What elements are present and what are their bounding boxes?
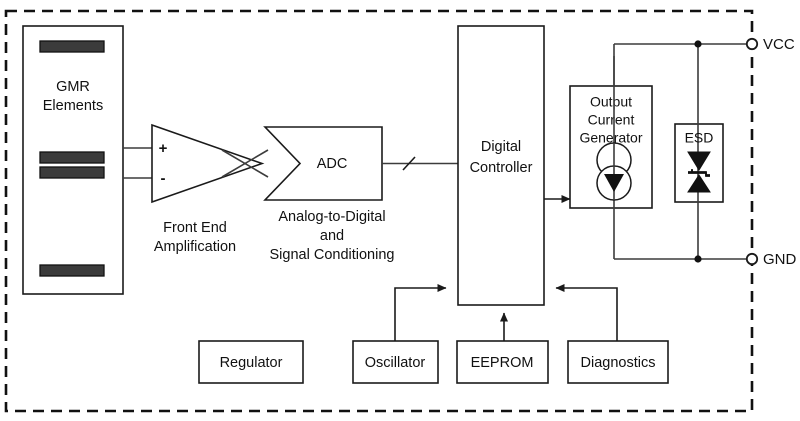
adc-caption-line3: Signal Conditioning (270, 247, 395, 263)
gnd-label: GND (763, 251, 797, 268)
esd-label: ESD (685, 130, 714, 146)
output-current-generator-label-line1: Output (590, 94, 632, 110)
adc-shape (263, 126, 383, 201)
vcc-label: VCC (763, 36, 795, 53)
zener-diode-lower-icon (687, 170, 711, 193)
diagnostics-box (567, 340, 669, 384)
junction-dot-vcc (694, 40, 702, 48)
gmr-label-line2: Elements (43, 98, 103, 114)
block-oscillator: Oscillator (352, 340, 439, 384)
gmr-bar (39, 40, 105, 53)
zener-upper-triangle (687, 151, 711, 171)
adc-label: ADC (317, 156, 348, 172)
amplifier-minus-sign: - (161, 170, 166, 187)
eeprom-box (456, 340, 549, 384)
block-output-current-generator: Output Current Generator (569, 56, 653, 259)
amplifier-plus-sign: + (159, 140, 168, 157)
amplifier-caption-line1: Front End (163, 220, 227, 236)
regulator-box (198, 340, 304, 384)
wire-diagnostics-to-controller (555, 284, 618, 341)
vcc-terminal[interactable] (745, 37, 759, 51)
block-gmr-elements: GMR Elements (22, 25, 124, 295)
current-source-arrow-triangle (604, 174, 624, 192)
amplifier-caption-line2: Amplification (154, 239, 236, 255)
digital-controller-label-line1: Digital (481, 139, 521, 155)
block-front-end-amplifier: + - Front End Amplification (151, 123, 265, 255)
gnd-terminal[interactable] (745, 252, 759, 266)
block-esd: ESD (674, 44, 724, 259)
block-diagnostics: Diagnostics (567, 340, 669, 384)
gmr-bar (39, 151, 105, 164)
gmr-label-line1: GMR (56, 79, 90, 95)
amplifier-triangle (151, 123, 265, 204)
block-adc: ADC Analog-to-Digital and Signal Conditi… (263, 126, 395, 263)
wire-amp-to-adc-b (221, 149, 269, 178)
oscillator-box (352, 340, 439, 384)
ic-package-boundary (4, 9, 754, 413)
block-eeprom: EEPROM (456, 340, 549, 384)
adc-caption-line2: and (320, 228, 344, 244)
digital-controller-label-line2: Controller (470, 160, 533, 176)
regulator-label: Regulator (220, 355, 283, 371)
eeprom-label: EEPROM (471, 355, 534, 371)
output-current-generator-label-line3: Generator (579, 130, 642, 146)
gmr-bar (39, 264, 105, 277)
oscillator-label: Oscillator (365, 355, 426, 371)
gmr-bar (39, 166, 105, 179)
bus-slash-marker (402, 156, 416, 171)
digital-controller-box (457, 25, 545, 306)
block-regulator: Regulator (198, 340, 304, 384)
current-source-symbol (596, 56, 632, 259)
wire-oscillator-to-controller (394, 284, 447, 341)
block-digital-controller: Digital Controller (457, 25, 545, 306)
output-current-generator-label-line2: Current (588, 112, 635, 128)
junction-dot-gnd (694, 255, 702, 263)
zener-lower-triangle (687, 174, 711, 193)
zener-lower-cathode-bar (688, 170, 710, 177)
diagnostics-label: Diagnostics (581, 355, 656, 371)
adc-caption-line1: Analog-to-Digital (278, 209, 385, 225)
